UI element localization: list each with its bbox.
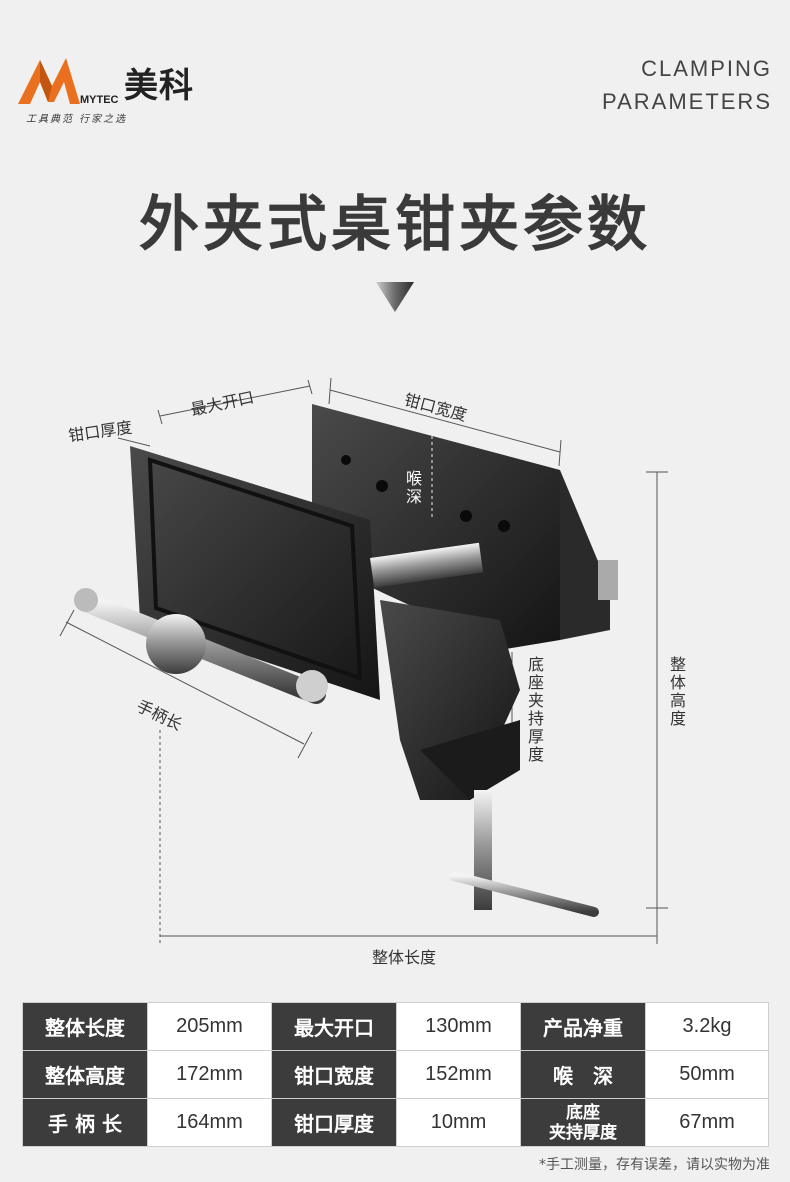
label-base-clamp-thickness: 底座夹持厚度 [528, 655, 545, 764]
mytec-m-logo-icon [18, 58, 80, 104]
page-title: 外夹式桌钳夹参数 [139, 190, 651, 260]
param-key: 钳口厚度 [271, 1098, 397, 1147]
param-value: 130mm [396, 1002, 521, 1051]
param-value: 3.2kg [645, 1002, 769, 1051]
brand-name-en: MYTEC [80, 94, 119, 106]
param-value: 67mm [645, 1098, 769, 1147]
param-value: 205mm [147, 1002, 272, 1051]
param-key-base-clamp: 底座 夹持厚度 [520, 1098, 646, 1147]
table-row: 整体长度 205mm 最大开口 130mm 产品净重 3.2kg [22, 1002, 769, 1051]
label-overall-length: 整体长度 [372, 948, 437, 967]
label-overall-height: 整体高度 [670, 655, 687, 728]
parameter-table: 整体长度 205mm 最大开口 130mm 产品净重 3.2kg 整体高度 17… [22, 1002, 769, 1147]
bench-vise-illustration [59, 377, 668, 944]
param-key: 喉 深 [520, 1050, 646, 1099]
param-value: 164mm [147, 1098, 272, 1147]
table-row: 整体高度 172mm 钳口宽度 152mm 喉 深 50mm [22, 1050, 769, 1099]
param-value: 172mm [147, 1050, 272, 1099]
brand-name-cn: 美科 [124, 66, 194, 106]
param-key: 整体长度 [22, 1002, 148, 1051]
table-row: 手 柄 长 164mm 钳口厚度 10mm 底座 夹持厚度 67mm [22, 1098, 769, 1147]
param-key: 手 柄 长 [22, 1098, 148, 1147]
down-arrow-icon [376, 282, 414, 312]
corner-title-line1: CLAMPING [641, 56, 772, 81]
param-key: 产品净重 [520, 1002, 646, 1051]
label-throat-depth: 喉深 [406, 469, 423, 506]
param-value: 50mm [645, 1050, 769, 1099]
param-key: 最大开口 [271, 1002, 397, 1051]
param-key: 钳口宽度 [271, 1050, 397, 1099]
vise-diagram: 钳口厚度 最大开口 钳口宽度 喉深 底座夹持厚度 整体高度 手柄长 整体长度 [0, 360, 790, 980]
param-value: 10mm [396, 1098, 521, 1147]
param-value: 152mm [396, 1050, 521, 1099]
brand-logo: 美科 MYTEC 工具典范 行家之选 [18, 56, 208, 126]
corner-title-line2: PARAMETERS [602, 89, 772, 114]
measurement-note: *手工测量，存有误差，请以实物为准 [539, 1157, 770, 1173]
brand-slogan: 工具典范 行家之选 [26, 114, 128, 125]
corner-title: CLAMPING PARAMETERS [602, 52, 772, 118]
param-key-line2: 夹持厚度 [549, 1122, 617, 1143]
param-key: 整体高度 [22, 1050, 148, 1099]
param-key-line1: 底座 [566, 1102, 600, 1123]
